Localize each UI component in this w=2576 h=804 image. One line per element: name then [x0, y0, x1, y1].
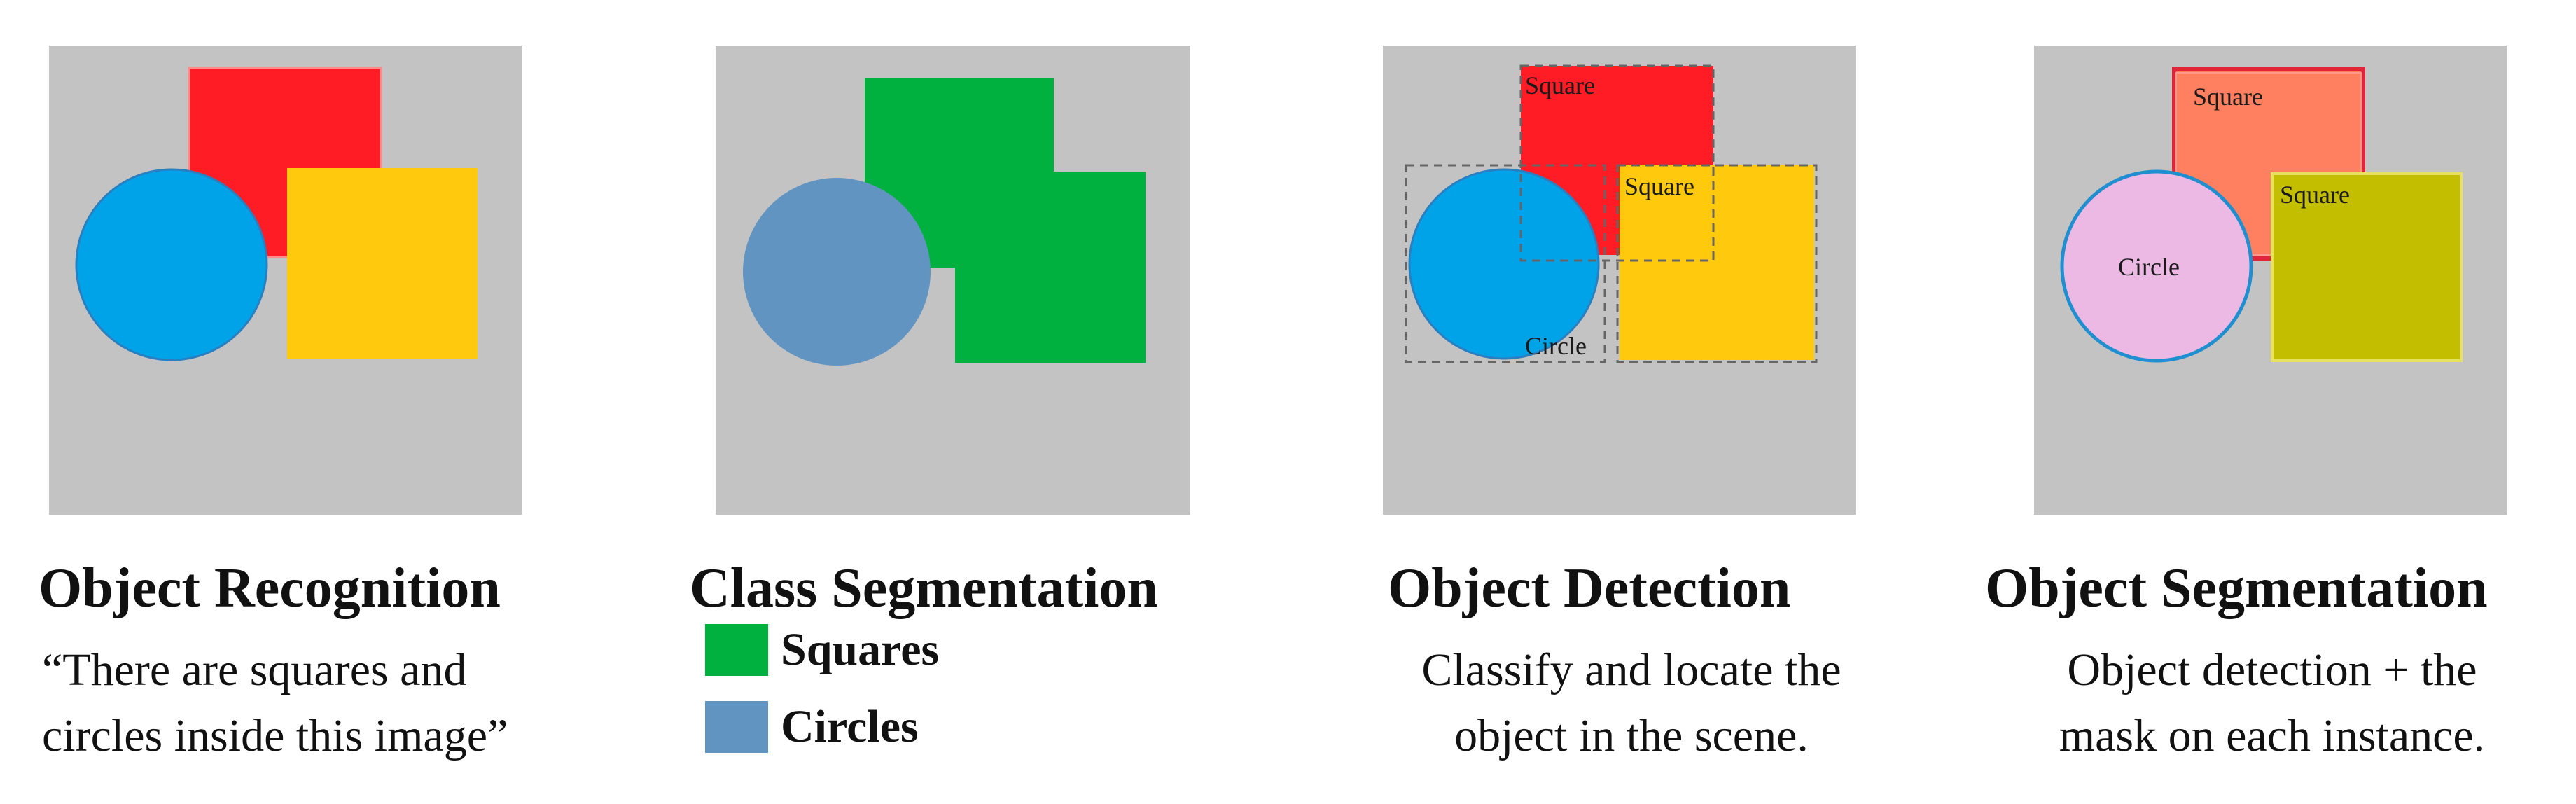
legend-label: Circles	[781, 701, 919, 752]
box-label-circle: Circle	[1525, 332, 1587, 360]
caption-line: Classify and locate the	[1421, 644, 1842, 695]
caption-line: mask on each instance.	[2059, 710, 2486, 761]
squares-class-mask	[865, 78, 1146, 363]
panel-title: Object Recognition	[39, 557, 501, 619]
bounding-box	[1616, 164, 1818, 363]
caption-line: circles inside this image”	[42, 710, 508, 761]
bounding-box	[1405, 164, 1606, 363]
legend-item-squares: Squares	[705, 623, 939, 677]
legend-label: Squares	[781, 624, 940, 675]
legend-swatch	[705, 624, 768, 676]
blue-circle	[75, 168, 268, 361]
legend-swatch	[705, 701, 768, 753]
yellow-square	[1620, 165, 1814, 360]
mask-label-square: Square	[2280, 181, 2350, 209]
box-label-square: Square	[1624, 172, 1694, 200]
pink-circle-mask	[2060, 169, 2253, 363]
mask-label-square: Square	[2193, 83, 2263, 111]
yellow-square	[287, 168, 478, 359]
olive-square-mask	[2271, 172, 2463, 362]
caption-line: “There are squares and	[42, 644, 467, 695]
caption-line: object in the scene.	[1454, 710, 1809, 761]
bounding-box	[1519, 64, 1715, 262]
panel-title: Object Detection	[1388, 557, 1791, 619]
circles-class-mask	[743, 178, 931, 366]
blue-circle	[1408, 168, 1600, 360]
box-label-square: Square	[1525, 71, 1595, 99]
panel-title: Object Segmentation	[1985, 557, 2488, 619]
caption-line: Object detection + the	[2067, 644, 2477, 695]
panel-title: Class Segmentation	[690, 557, 1158, 619]
mask-outline-inner	[2175, 72, 2362, 256]
mask-label-circle: Circle	[2118, 253, 2180, 281]
legend-item-circles: Circles	[705, 700, 919, 754]
